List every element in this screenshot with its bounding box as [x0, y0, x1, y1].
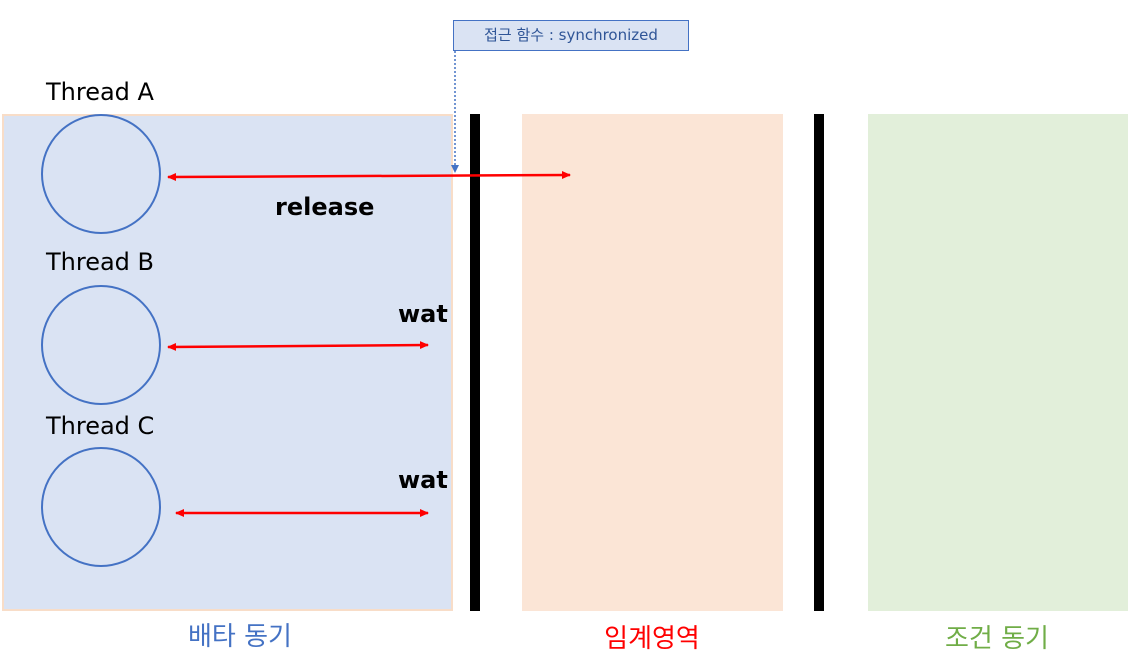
condition-sync-region — [868, 114, 1128, 611]
critical-section-label: 임계영역 — [604, 624, 700, 654]
thread-b-arrow — [167, 341, 429, 351]
thread-a-circle — [41, 114, 161, 234]
exclusion-sync-label: 배타 동기 — [188, 622, 292, 652]
thread-c-label: Thread C — [46, 412, 155, 440]
thread-a-action: release — [275, 193, 375, 221]
condition-sync-label: 조건 동기 — [945, 624, 1049, 654]
thread-b-label: Thread B — [46, 248, 155, 276]
thread-c-action: wat — [398, 466, 448, 494]
thread-a-label: Thread A — [46, 78, 154, 106]
barrier-left — [470, 114, 480, 611]
thread-b-action: wat — [398, 300, 448, 328]
callout-pointer-arrowhead — [451, 165, 459, 173]
thread-b-circle — [41, 285, 161, 405]
critical-section-region — [522, 114, 783, 611]
access-function-callout: 접근 함수 : synchronized — [453, 20, 689, 51]
thread-a-arrow — [167, 171, 571, 181]
barrier-right — [814, 114, 824, 611]
thread-c-circle — [41, 447, 161, 567]
